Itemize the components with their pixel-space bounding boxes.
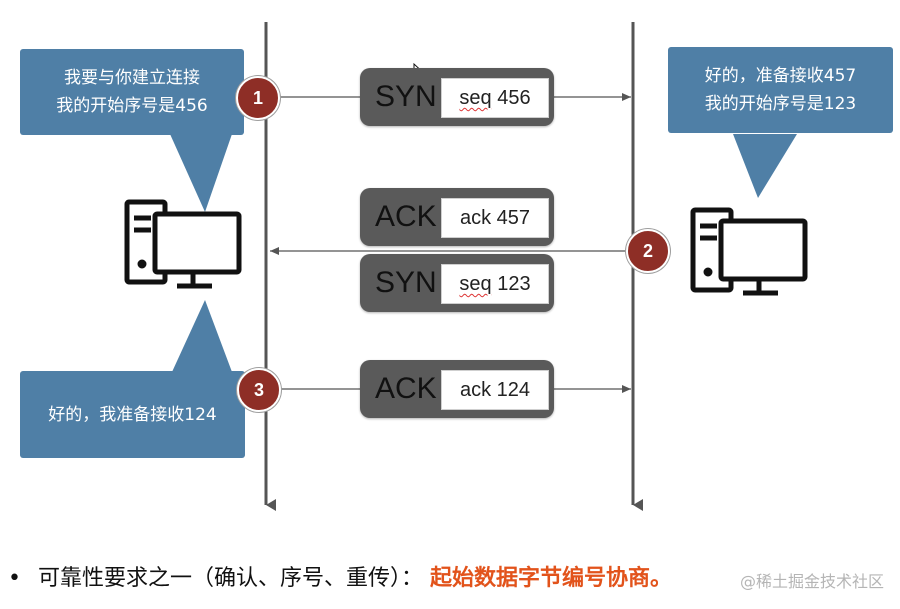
bubble-tail-right-top (733, 134, 797, 198)
bubble-text-line: 我的开始序号是123 (704, 94, 857, 114)
message-flag: SYN (375, 80, 437, 113)
message-syn-seq-456: SYN seq 456 (360, 68, 554, 126)
message-seq-box: seq 456 (441, 78, 549, 118)
message-field: seq (459, 273, 492, 295)
bubble-text-line: 我的开始序号是456 (56, 96, 208, 116)
message-value: 124 (496, 379, 531, 401)
bubble-server-synack: 好的，准备接收457 我的开始序号是123 (668, 47, 893, 133)
computer-icon (690, 207, 808, 296)
message-flag: SYN (375, 266, 437, 299)
footer-caption: • 可靠性要求之一（确认、序号、重传）： 起始数据字节编号协商。 (8, 560, 672, 592)
message-field: ack (459, 379, 492, 401)
bullet: • (8, 566, 21, 591)
bubble-text-line: 好的，准备接收457 (704, 66, 857, 86)
message-value: 456 (497, 87, 531, 109)
message-flag: ACK (375, 372, 437, 405)
message-seq-box: seq 123 (441, 264, 549, 304)
message-value: 123 (497, 273, 531, 295)
computer-icon (124, 199, 242, 289)
footer-text: 可靠性要求之一（确认、序号、重传）： (37, 566, 423, 591)
message-value: 457 (496, 207, 531, 229)
bubble-tail-left-bottom (172, 300, 232, 372)
message-field: seq (459, 87, 492, 109)
message-ack-124: ACK ack 124 (360, 360, 554, 418)
message-flag: ACK (375, 200, 437, 233)
step-badge-2: 2 (626, 229, 670, 273)
step-badge-1: 1 (236, 76, 280, 120)
message-field: ack (459, 207, 492, 229)
bubble-text-line: 好的，我准备接收124 (48, 404, 217, 425)
bubble-text-line: 我要与你建立连接 (64, 68, 200, 88)
message-ack-457: ACK ack 457 (360, 188, 554, 246)
message-syn-seq-123: SYN seq 123 (360, 254, 554, 312)
bubble-client-syn: 我要与你建立连接 我的开始序号是456 (20, 49, 244, 135)
watermark: @稀土掘金技术社区 (740, 572, 885, 591)
step-badge-3: 3 (237, 368, 281, 412)
message-ack-box: ack 124 (441, 370, 549, 410)
bubble-tail-left-top (170, 134, 232, 212)
bubble-client-ack: 好的，我准备接收124 (20, 371, 245, 458)
message-ack-box: ack 457 (441, 198, 549, 238)
footer-highlight: 起始数据字节编号协商。 (430, 566, 673, 591)
